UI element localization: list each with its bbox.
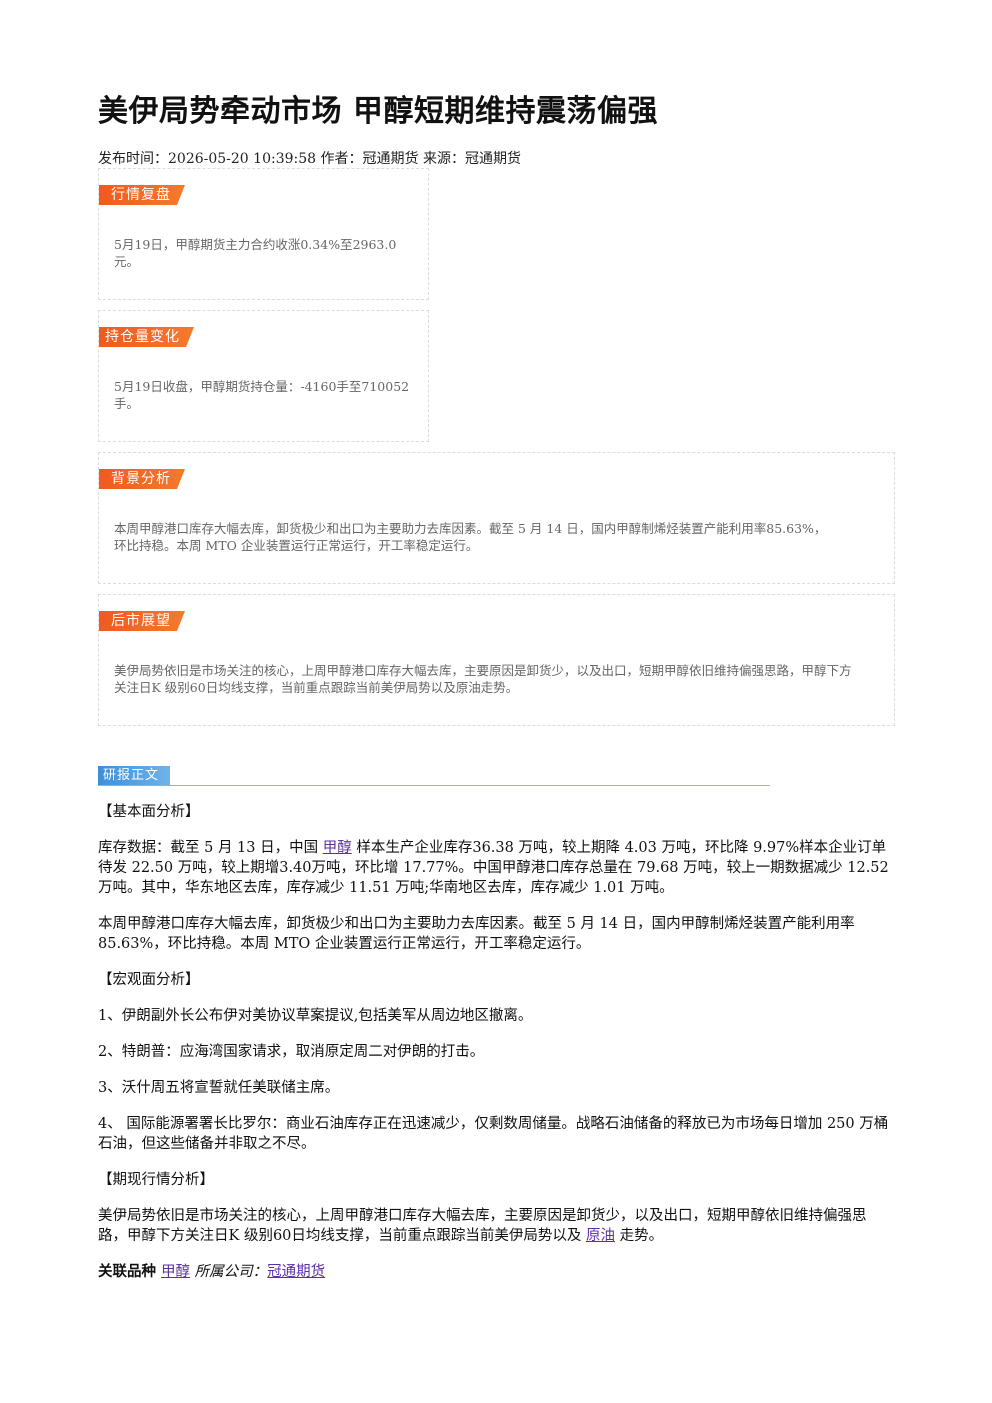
report-tag: 研报正文 (98, 766, 170, 786)
macro-item-2: 2、特朗普：应海湾国家请求，取消原定周二对伊朗的打击。 (98, 1044, 485, 1060)
review-box: 行情复盘 5月19日，甲醇期货主力合约收涨0.34%至2963.0元。 (98, 168, 429, 300)
inventory-text-1: 库存数据：截至 5 月 13 日，中国 (98, 840, 323, 856)
background-text: 本周甲醇港口库存大幅去库，卸货极少和出口为主要助力去库因素。截至 5 月 14 … (114, 521, 827, 553)
heading-macro: 【宏观面分析】 (98, 972, 200, 988)
outlook-text: 美伊局势依旧是市场关注的核心，上周甲醇港口库存大幅去库，主要原因是卸货少，以及出… (114, 663, 852, 695)
page-title: 美伊局势牵动市场 甲醇短期维持震荡偏强 (98, 94, 658, 129)
company-link[interactable]: 冠通期货 (267, 1264, 326, 1280)
methanol-link[interactable]: 甲醇 (322, 840, 352, 856)
publish-meta: 发布时间：2026-05-20 10:39:58 作者：冠通期货 来源：冠通期货 (98, 151, 521, 167)
position-tag: 持仓量变化 (99, 327, 194, 347)
related-methanol-link[interactable]: 甲醇 (161, 1264, 191, 1280)
position-text: 5月19日收盘，甲醇期货持仓量：-4160手至710052手。 (114, 379, 410, 411)
paragraph-spot: 美伊局势依旧是市场关注的核心，上周甲醇港口库存大幅去库，主要原因是卸货少，以及出… (98, 1206, 892, 1246)
position-box: 持仓量变化 5月19日收盘，甲醇期货持仓量：-4160手至710052手。 (98, 310, 429, 442)
heading-fundamental: 【基本面分析】 (98, 804, 200, 820)
paragraph-inventory: 库存数据：截至 5 月 13 日，中国 甲醇 样本生产企业库存36.38 万吨，… (98, 838, 892, 898)
related-label: 关联品种 (98, 1263, 162, 1280)
crude-oil-link[interactable]: 原油 (586, 1228, 615, 1244)
review-tag: 行情复盘 (99, 185, 185, 205)
spot-text-2: 走势。 (615, 1228, 664, 1244)
background-tag: 背景分析 (99, 469, 185, 489)
heading-spot: 【期现行情分析】 (98, 1172, 214, 1188)
spot-text-1: 美伊局势依旧是市场关注的核心，上周甲醇港口库存大幅去库，主要原因是卸货少，以及出… (98, 1208, 867, 1244)
background-box: 背景分析 本周甲醇港口库存大幅去库，卸货极少和出口为主要助力去库因素。截至 5 … (98, 452, 895, 584)
paragraph-port-inventory: 本周甲醇港口库存大幅去库，卸货极少和出口为主要助力去库因素。截至 5 月 14 … (98, 916, 855, 952)
outlook-tag: 后市展望 (99, 611, 185, 631)
related-row: 关联品种 甲醇 所属公司：冠通期货 (98, 1262, 892, 1282)
macro-item-4: 4、 国际能源署署长比罗尔：商业石油库存正在迅速减少，仅剩数周储量。战略石油储备… (98, 1116, 889, 1152)
review-text: 5月19日，甲醇期货主力合约收涨0.34%至2963.0元。 (114, 237, 397, 269)
inventory-text-2: 样本生产企业库存36.38 万吨，较上期降 4.03 万吨，环比降 9.97%样… (98, 840, 889, 896)
outlook-box: 后市展望 美伊局势依旧是市场关注的核心，上周甲醇港口库存大幅去库，主要原因是卸货… (98, 594, 895, 726)
macro-item-3: 3、沃什周五将宣誓就任美联储主席。 (98, 1080, 340, 1096)
report-divider (98, 785, 770, 786)
macro-item-1: 1、伊朗副外长公布伊对美协议草案提议,包括美军从周边地区撤离。 (98, 1008, 533, 1024)
company-label: 所属公司： (190, 1264, 268, 1280)
